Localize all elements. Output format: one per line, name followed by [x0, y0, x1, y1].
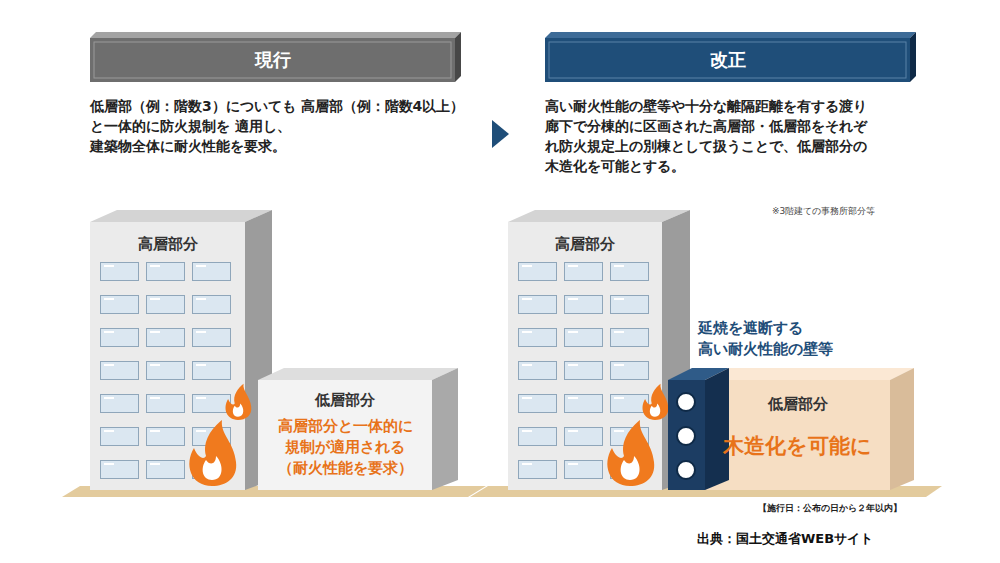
flame — [189, 420, 236, 486]
wood-building — [705, 368, 914, 490]
node-title: 延焼を遮断する 高い耐火性能の壁等 — [698, 318, 883, 360]
tall-building: 高層部分 — [90, 222, 245, 490]
flame — [607, 420, 654, 486]
header-band — [90, 32, 916, 82]
flame — [643, 384, 669, 420]
tall-building — [508, 210, 690, 490]
node-body: 木造化を可能に — [705, 432, 890, 460]
fire-wall — [668, 368, 729, 490]
node-title: 高層部分 — [90, 234, 245, 254]
header-band: 改正 — [545, 38, 910, 82]
chevron-arrow — [492, 120, 509, 148]
node-title: 現行 — [90, 38, 455, 82]
fire-wall: 延焼を遮断する 高い耐火性能の壁等 — [668, 380, 705, 490]
description-text: 低層部（例：階数3）についても 高層部（例：階数4以上）と一体的に防火規制を 適… — [90, 96, 475, 156]
tall-building — [90, 210, 272, 490]
footnote: ※3階建ての事務所部分等 — [772, 205, 875, 217]
low-building — [258, 368, 458, 490]
node-title: 低層部分 — [258, 390, 432, 410]
flame — [226, 384, 252, 420]
tall-building: 高層部分 — [508, 222, 662, 490]
source-note: 出典：国土交通省WEBサイト — [697, 530, 873, 548]
low-building: 低層部分高層部分と一体的に 規制が適用される （耐火性能を要求） — [258, 380, 432, 490]
node-body: 高層部分と一体的に 規制が適用される （耐火性能を要求） — [258, 416, 432, 479]
node-title: 高層部分 — [508, 234, 662, 254]
wood-building: 低層部分木造化を可能に — [705, 380, 890, 490]
node-title: 改正 — [545, 38, 910, 82]
effective-date-note: 【施行日：公布の日から２年以内】 — [758, 502, 902, 514]
header-band: 現行 — [90, 38, 455, 82]
description-text: 高い耐火性能の壁等や十分な離隔距離を有する渡り 廊下で分棟的に区画された高層部・… — [545, 96, 930, 176]
node-title: 低層部分 — [705, 394, 890, 414]
